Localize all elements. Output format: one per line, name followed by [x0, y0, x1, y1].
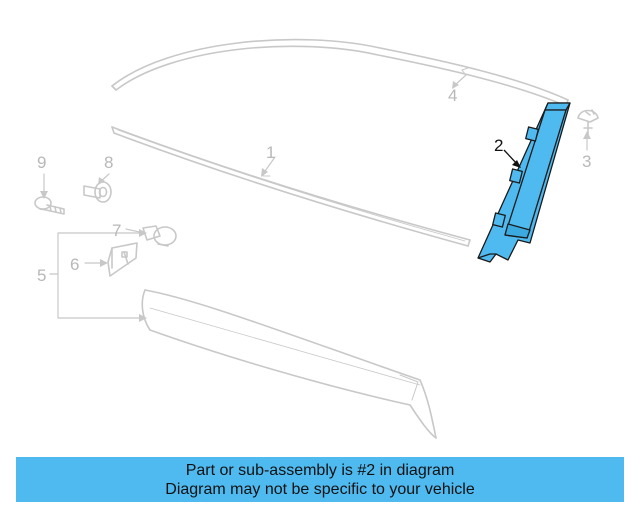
bracket-part-6[interactable] [107, 242, 138, 277]
grommet-part-8[interactable] [83, 181, 112, 203]
callout-1: 1 [266, 143, 275, 162]
arrowheads [40, 81, 591, 322]
callout-9: 9 [37, 153, 46, 172]
leader-part-2 [503, 149, 521, 168]
clip-part-3[interactable] [577, 109, 599, 135]
parts-diagram: 2 4 1 3 8 9 7 6 5 [34, 38, 599, 439]
callout-4: 4 [448, 86, 457, 105]
part-info-banner: Part or sub-assembly is #2 in diagram Di… [16, 457, 624, 502]
banner-line-part: Part or sub-assembly is #2 in diagram [185, 462, 455, 479]
applique-part-2-highlighted[interactable] [477, 102, 571, 263]
callout-5: 5 [37, 266, 46, 285]
leader-lines [43, 67, 588, 319]
callout-2: 2 [494, 136, 503, 155]
callout-6: 6 [70, 255, 79, 274]
roof-molding-part-4[interactable] [111, 38, 569, 107]
push-pin-part-7[interactable] [142, 225, 177, 247]
door-lower-molding-part-5[interactable] [141, 289, 437, 439]
banner-line-disclaimer: Diagram may not be specific to your vehi… [165, 481, 475, 498]
callout-3: 3 [582, 152, 591, 171]
callout-8: 8 [104, 153, 113, 172]
callout-7: 7 [112, 221, 121, 240]
screw-part-9[interactable] [34, 196, 65, 215]
belt-molding-part-1[interactable] [111, 126, 471, 247]
